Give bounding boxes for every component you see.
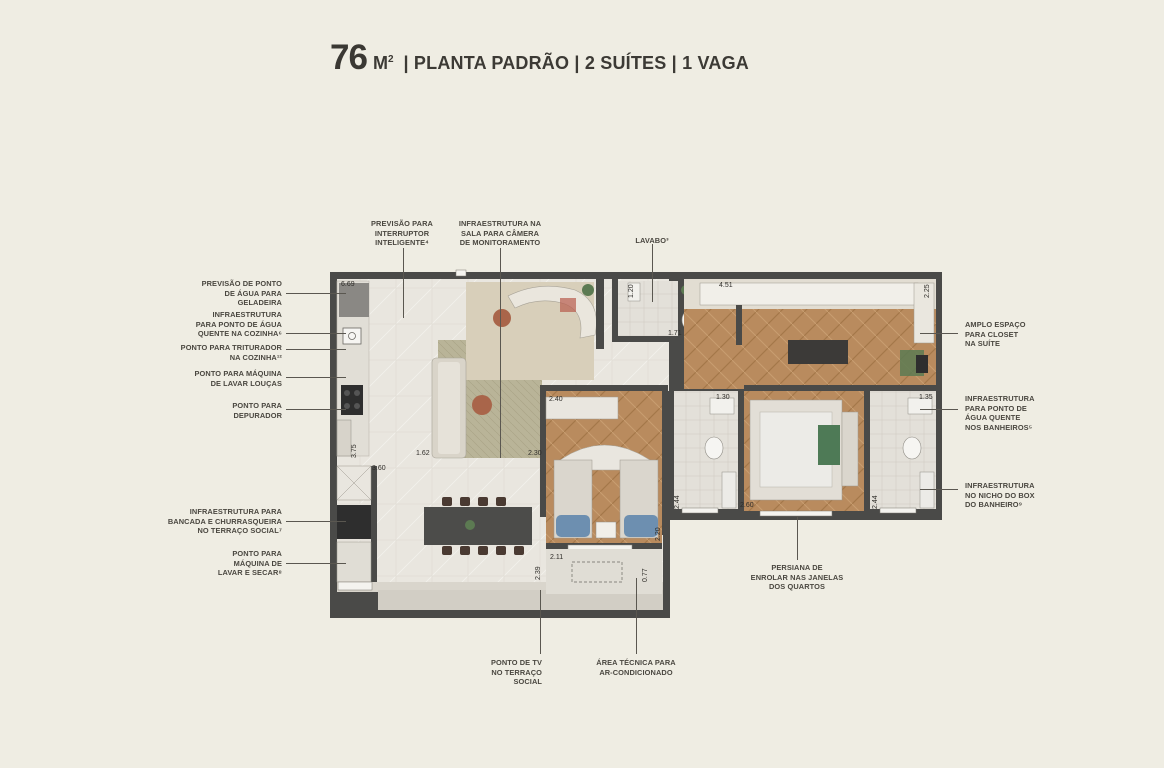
dim-1-62: 1.62	[416, 450, 430, 457]
dim-2-11: 2.11	[550, 554, 564, 561]
note-lavabo: LAVABO³	[635, 236, 669, 245]
dim-2-44-right: 2.44	[872, 495, 879, 509]
dim-1-20: 1.20	[628, 284, 635, 298]
page-title: 76 M2 | PLANTA PADRÃO | 2 SUÍTES | 1 VAG…	[330, 38, 749, 78]
dim-0-77: 0.77	[642, 568, 649, 582]
leader-area-tecnica	[636, 578, 637, 654]
dim-2-39: 2.39	[535, 566, 542, 580]
note-triturador: PONTO PARA TRITURADOR NA COZINHA¹²	[180, 343, 282, 362]
note-agua-geladeira: PREVISÃO DE PONTO DE ÁGUA PARA GELADEIRA	[201, 279, 282, 308]
leader-banheiros	[920, 409, 958, 410]
note-ponto-tv: PONTO DE TV NO TERRAÇO SOCIAL	[490, 658, 542, 687]
note-depurador: PONTO PARA DEPURADOR	[232, 401, 282, 420]
dim-2-60: 2.60	[740, 502, 754, 509]
leader-triturador	[286, 349, 346, 350]
leader-geladeira	[286, 293, 346, 294]
dim-1-30: 1.30	[716, 394, 730, 401]
leader-lava-loucas	[286, 377, 346, 378]
leader-churrasqueira	[286, 521, 346, 522]
dim-2-40: 2.40	[549, 396, 563, 403]
leader-interruptor	[403, 248, 404, 318]
dim-4-51: 4.51	[719, 282, 733, 289]
leader-lavabo	[652, 244, 653, 302]
note-lavar-secar: PONTO PARA MÁQUINA DE LAVAR E SECAR⁸	[217, 549, 282, 578]
dim-6-69: 6.69	[341, 281, 355, 288]
leader-persiana	[797, 516, 798, 560]
dim-2-30: 2.30	[528, 450, 542, 457]
dim-2-44-left: 2.44	[674, 495, 681, 509]
dim-3-60: 3.60	[372, 465, 386, 472]
leader-camera	[500, 248, 501, 458]
note-churrasqueira: INFRAESTRUTURA PARA BANCADA E CHURRASQUE…	[167, 507, 282, 536]
dim-1-35: 1.35	[919, 394, 933, 401]
leader-lavar-secar	[286, 563, 346, 564]
dim-2-20: 2.20	[655, 527, 662, 541]
note-area-tecnica: ÁREA TÉCNICA PARA AR-CONDICIONADO	[596, 658, 676, 677]
leader-closet	[920, 333, 958, 334]
area-unit: M2	[372, 53, 394, 73]
note-closet: AMPLO ESPAÇO PARA CLOSET NA SUÍTE	[965, 320, 1026, 349]
dim-1-71: 1.71	[668, 330, 682, 337]
dim-3-75: 3.75	[351, 444, 358, 458]
note-agua-quente-banheiros: INFRAESTRUTURA PARA PONTO DE ÁGUA QUENTE…	[965, 394, 1035, 432]
note-lava-loucas: PONTO PARA MÁQUINA DE LAVAR LOUÇAS	[194, 369, 282, 388]
note-persiana: PERSIANA DE ENROLAR NAS JANELAS DOS QUAR…	[750, 563, 844, 592]
note-infra-camera: INFRAESTRUTURA NA SALA PARA CÂMERA DE MO…	[458, 219, 542, 248]
area-number: 76	[330, 38, 368, 77]
leader-agua-quente-cozinha	[286, 333, 346, 334]
leader-nicho	[920, 489, 958, 490]
leader-tv	[540, 590, 541, 654]
leader-depurador	[286, 409, 346, 410]
note-nicho-box: INFRAESTRUTURA NO NICHO DO BOX DO BANHEI…	[965, 481, 1035, 510]
note-agua-quente-cozinha: INFRAESTRUTURA PARA PONTO DE ÁGUA QUENTE…	[195, 310, 282, 339]
dim-2-25: 2.25	[924, 284, 931, 298]
plan-subtitle: | PLANTA PADRÃO | 2 SUÍTES | 1 VAGA	[403, 53, 749, 73]
note-previsao-interruptor: PREVISÃO PARA INTERRUPTOR INTELIGENTE⁴	[371, 219, 433, 248]
